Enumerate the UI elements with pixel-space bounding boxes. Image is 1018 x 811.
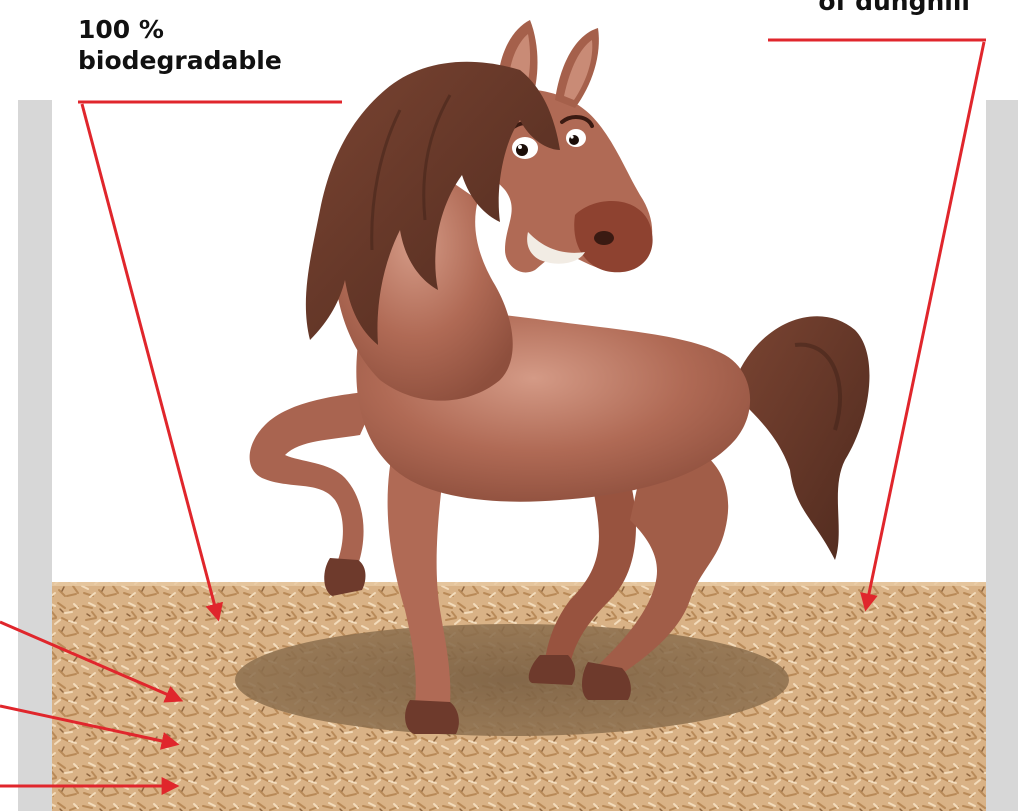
callout-arrow-biodegradable bbox=[82, 104, 218, 618]
horse-shadow bbox=[235, 624, 789, 736]
label-biodegradable-line1: 100 % bbox=[78, 14, 282, 45]
label-dunghill: of dunghill bbox=[818, 0, 970, 17]
horse-hoof-raised bbox=[324, 558, 365, 596]
horse-tail bbox=[735, 316, 869, 560]
horse-raised-front-leg bbox=[250, 390, 380, 565]
stall-wall-right bbox=[986, 100, 1018, 811]
stall-wall-left bbox=[18, 100, 52, 811]
label-biodegradable: 100 % biodegradable bbox=[78, 14, 282, 76]
horse-nostril bbox=[594, 231, 614, 245]
callout-arrow-dunghill bbox=[866, 42, 984, 608]
label-biodegradable-line2: biodegradable bbox=[78, 45, 282, 76]
label-dunghill-line: of dunghill bbox=[818, 0, 970, 17]
horse-hoof-front bbox=[405, 700, 459, 734]
